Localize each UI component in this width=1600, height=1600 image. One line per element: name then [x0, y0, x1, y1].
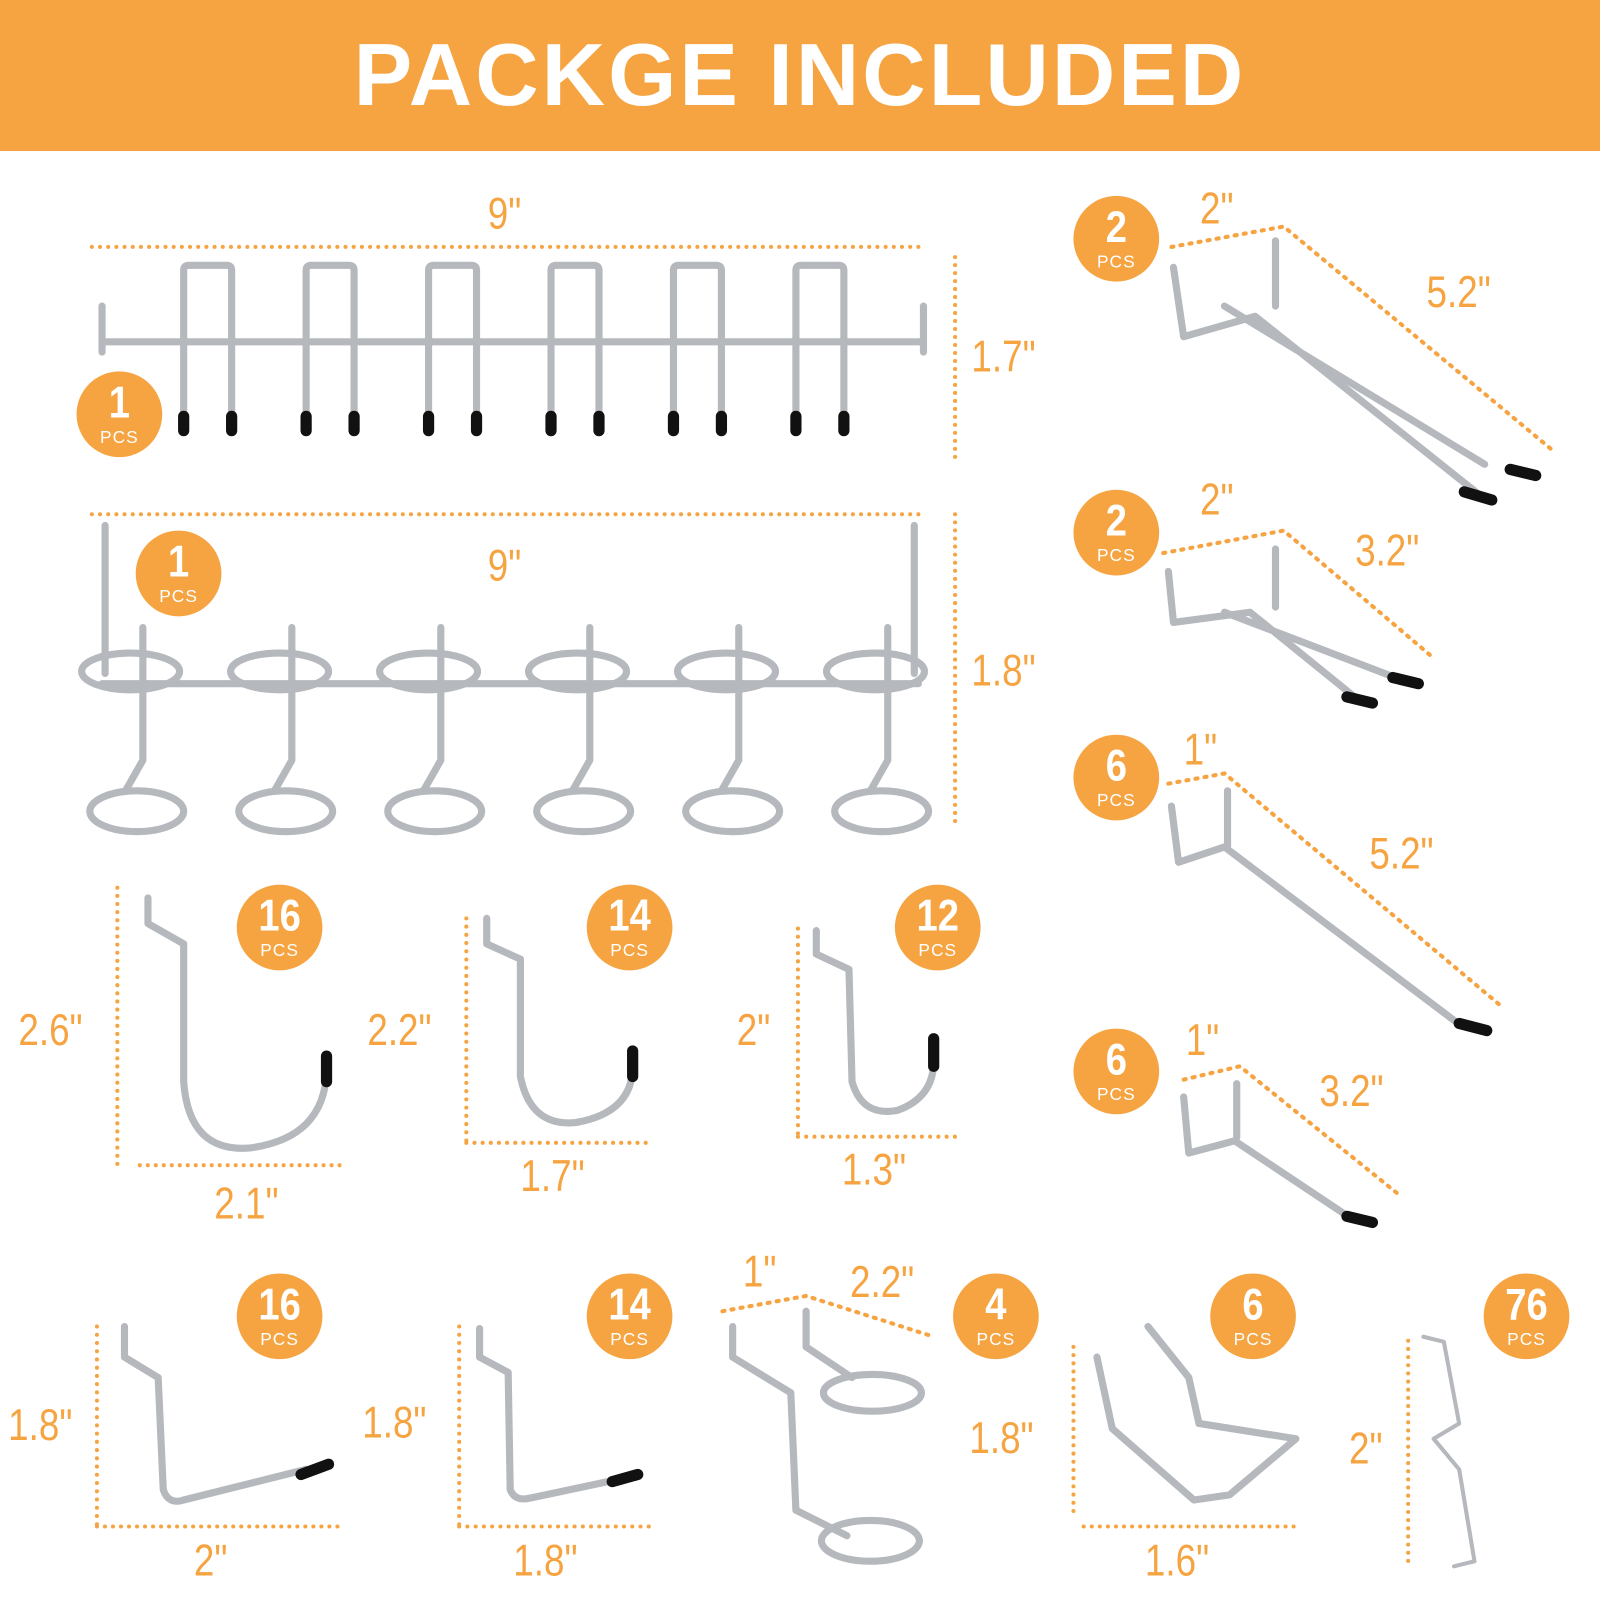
dimension-line [1071, 1344, 1076, 1514]
ring [822, 649, 929, 694]
j-hook-small-image [812, 927, 940, 1115]
rack-hook [547, 261, 603, 422]
dimension-line [953, 512, 958, 824]
dimension-line [464, 916, 469, 1143]
dimension-line [89, 244, 922, 249]
dimension-label: 5.2" [1426, 267, 1491, 318]
dimension-line [115, 885, 120, 1167]
dimension-line [137, 1163, 342, 1168]
dimension-label: 5.2" [1369, 828, 1434, 879]
dimension-line [457, 1324, 462, 1527]
dimension-line [1081, 1524, 1296, 1529]
dimension-label: 3.2" [1319, 1066, 1384, 1117]
j-hook-large-image [144, 894, 333, 1152]
dimension-label: 1.8" [513, 1535, 578, 1586]
dimension-label: 1.8" [362, 1397, 427, 1448]
ring [384, 787, 486, 836]
ring [86, 787, 188, 836]
ring-stem [717, 623, 743, 795]
dimension-line [457, 1524, 652, 1529]
dimension-line [464, 1140, 648, 1145]
ring [78, 649, 184, 694]
dimension-label: 2" [193, 1535, 228, 1586]
dimension-label: 2" [736, 1005, 771, 1056]
ring [227, 649, 333, 694]
ring [533, 787, 635, 836]
rack-hook [424, 261, 481, 422]
dimension-label: 1.8" [8, 1399, 73, 1450]
dimension-line [953, 255, 958, 460]
dimension-label: 2.6" [18, 1005, 83, 1056]
dimension-label: 2.2" [849, 1257, 915, 1308]
dimension-label: 2" [1199, 183, 1234, 234]
dimension-label: 9" [487, 540, 522, 591]
ring-stem [866, 623, 892, 795]
ring [235, 787, 337, 836]
dimension-label: 1.6" [1144, 1535, 1210, 1586]
ring-holder-image [729, 1307, 925, 1565]
dimension-line [1406, 1338, 1411, 1564]
dimension-label: 1.7" [520, 1151, 585, 1202]
single-hook-long-image [1167, 787, 1493, 1037]
l-hook-large-image [120, 1322, 335, 1505]
dimension-label: 1.7" [971, 331, 1036, 382]
dimension-label: 1.8" [971, 645, 1036, 696]
header-banner: PACKGE INCLUDED [0, 0, 1600, 152]
ring-stem [419, 623, 445, 795]
locking-clip-image [1421, 1334, 1477, 1569]
dimension-label: 2.1" [214, 1178, 279, 1229]
hook-rack-image [98, 261, 928, 437]
dimension-label: 1.3" [841, 1144, 907, 1195]
l-hook-small-image [476, 1324, 644, 1503]
rack-hook [180, 261, 236, 422]
rack-hook [302, 261, 358, 422]
ring [831, 787, 933, 836]
rack-hook [669, 261, 725, 422]
dimension-label: 3.2" [1355, 525, 1420, 576]
dimension-label: 1.8" [969, 1413, 1034, 1464]
double-hook-long-image [1169, 237, 1542, 506]
dimension-line [94, 1324, 99, 1527]
ring-stem [270, 623, 296, 795]
ring [376, 649, 482, 694]
page-title: PACKGE INCLUDED [353, 26, 1247, 124]
dimension-line [795, 1134, 958, 1139]
ring-rack-image [78, 521, 933, 836]
dimension-line [795, 926, 800, 1136]
ring [524, 649, 631, 694]
ring [673, 649, 780, 694]
dimension-label: 2.2" [367, 1005, 432, 1056]
bent-hook-image [1093, 1322, 1300, 1504]
dimension-label: 1" [1183, 724, 1218, 775]
dimension-line [89, 512, 922, 517]
dimension-label: 2" [1199, 474, 1234, 525]
single-hook-short-image [1180, 1080, 1379, 1229]
ring-stem [121, 623, 147, 795]
ring [682, 787, 784, 836]
dimension-line [94, 1524, 340, 1529]
j-hook-medium-image [483, 914, 639, 1127]
ring-stem [568, 623, 594, 795]
dimension-label: 2" [1348, 1423, 1383, 1474]
double-hook-short-image [1164, 545, 1424, 709]
dimension-label: 1" [1185, 1015, 1220, 1066]
dimension-label: 9" [487, 188, 522, 239]
rack-hook [792, 261, 848, 422]
dimension-label: 1" [742, 1246, 777, 1297]
